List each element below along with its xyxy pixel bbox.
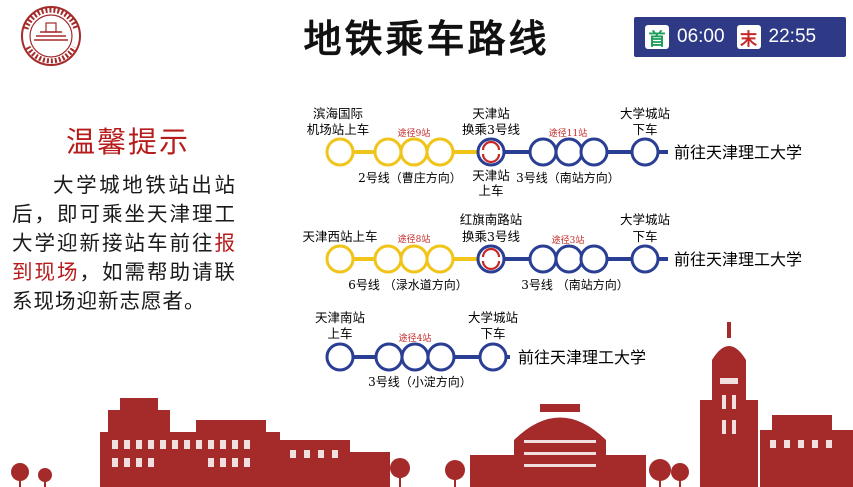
last-train-badge: 末 xyxy=(736,25,761,50)
route1-destination: 前往天津理工大学 xyxy=(674,143,802,162)
route2-via1: 途径8站 xyxy=(398,233,431,245)
route3-start-label2: 上车 xyxy=(327,326,352,341)
route2-destination: 前往天津理工大学 xyxy=(674,250,802,269)
route2-line1-text: 6号线 （渌水道方向） xyxy=(348,277,467,292)
route-3: 天津南站 上车 途径4站 大学城站 下车 前往天津理工大学 3号线（小淀方向） xyxy=(315,310,646,389)
route2-transfer-label2: 换乘3号线 xyxy=(462,229,520,244)
tip-text-before: 大学城地铁站出站后，即可乘坐天津理工大学迎新接站车前往 xyxy=(12,173,236,255)
route1-via1: 途径9站 xyxy=(398,127,431,139)
route3-end-label2: 下车 xyxy=(480,326,505,341)
route2-end-label: 大学城站 xyxy=(620,212,670,227)
route-1: 滨海国际 机场站上车 途径9站 天津站 换乘3号线 天津站 上车 途径11站 大… xyxy=(307,106,802,198)
tip-text-after: ，如需帮助请联系现场迎新志愿者。 xyxy=(12,260,236,313)
route2-end-label2: 下车 xyxy=(632,229,657,244)
route2-line2-text: 3号线 （南站方向） xyxy=(521,277,628,292)
route1-end-label2: 下车 xyxy=(632,122,657,137)
schedule-box: 首 06:00 末 22:55 xyxy=(634,17,846,57)
route-2: 天津西站上车 途径8站 红旗南路站 换乘3号线 途径3站 大学城站 下车 前往天… xyxy=(302,212,802,292)
route1-end-label: 大学城站 xyxy=(620,106,670,121)
first-train-badge: 首 xyxy=(645,25,669,50)
route2-transfer-label: 红旗南路站 xyxy=(460,212,523,227)
route3-end-label: 大学城站 xyxy=(468,310,518,325)
tip-title: 温馨提示 xyxy=(66,125,191,159)
route1-via2: 途径11站 xyxy=(549,127,587,139)
route1-transfer-label2: 换乘3号线 xyxy=(462,122,520,137)
route1-line2-text: 3号线（南站方向） xyxy=(516,170,620,185)
tip-body: 大学城地铁站出站后，即可乘坐天津理工大学迎新接站车前往报到现场，如需帮助请联系现… xyxy=(12,171,236,316)
route3-line1-text: 3号线（小淀方向） xyxy=(368,374,472,389)
route1-transfer-below2: 上车 xyxy=(478,183,503,198)
tip-highlight: 报到现场 xyxy=(12,231,236,284)
route3-start-label: 天津南站 xyxy=(315,310,365,325)
route3-destination: 前往天津理工大学 xyxy=(518,348,646,367)
university-logo xyxy=(21,6,81,66)
route1-transfer-below: 天津站 xyxy=(472,168,510,183)
page-title: 地铁乘车路线 xyxy=(303,17,550,61)
route2-start-label: 天津西站上车 xyxy=(302,229,377,244)
route1-transfer-label: 天津站 xyxy=(472,106,510,121)
first-train-time: 06:00 xyxy=(677,26,725,47)
route1-line1-text: 2号线（曹庄方向） xyxy=(358,170,462,185)
route2-via2: 途径3站 xyxy=(552,234,585,246)
route3-via1: 途径4站 xyxy=(399,332,432,344)
route1-start-label: 滨海国际 xyxy=(313,106,363,121)
last-train-time: 22:55 xyxy=(768,26,817,47)
route1-start-label2: 机场站上车 xyxy=(307,122,370,137)
